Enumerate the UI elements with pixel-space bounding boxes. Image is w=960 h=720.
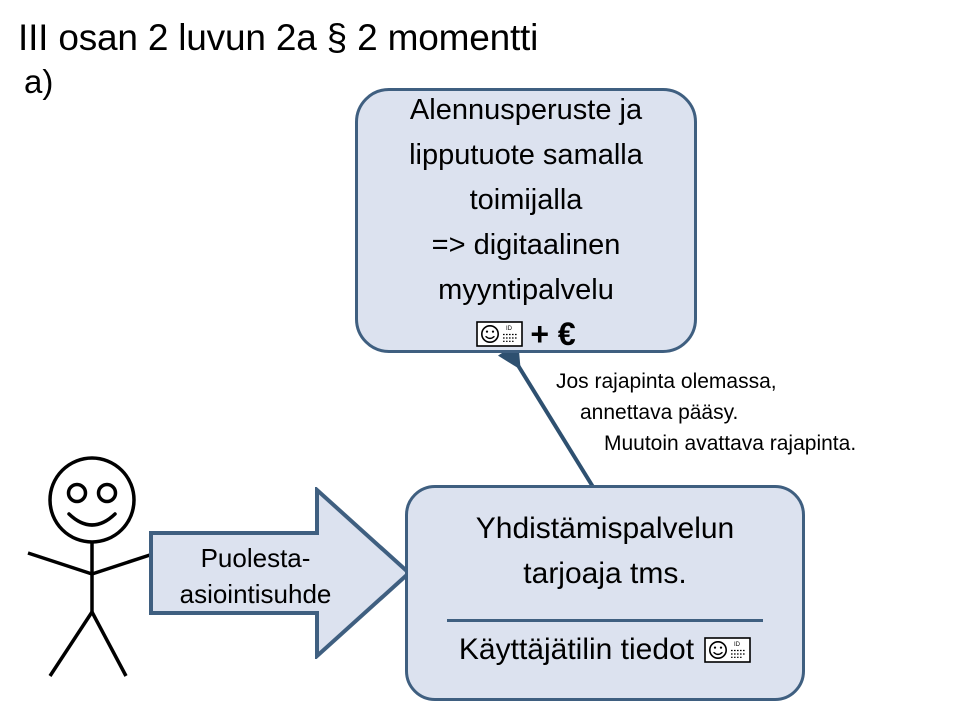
svg-text:ID: ID [506, 326, 513, 332]
page-title: III osan 2 luvun 2a § 2 momentti [18, 17, 539, 58]
stick-figure-arm-left [27, 551, 93, 576]
aggregator-box-line-1: Yhdistämispalvelun [475, 512, 735, 545]
stick-figure-eye-right [96, 482, 118, 504]
stick-figure-arm-right [91, 551, 157, 576]
service-provider-box[interactable]: Alennusperuste ja lipputuote samalla toi… [355, 88, 697, 353]
aggregator-box-line-2: tarjoaja tms. [523, 557, 687, 590]
id-card-icon: ID [704, 637, 751, 663]
service-provider-box-line-1: Alennusperuste ja [409, 94, 643, 126]
service-provider-box-line-5: myyntipalvelu [438, 274, 614, 306]
stick-figure-smile [67, 512, 117, 527]
api-access-note-line-3: Muutoin avattava rajapinta. [604, 432, 857, 455]
api-access-note: Jos rajapinta olemassa, annettava pääsy.… [556, 366, 946, 459]
aggregator-box-footer-row: Käyttäjätilin tiedot ID [459, 630, 751, 670]
end-user-stick-figure [27, 456, 157, 677]
api-access-note-line-2: annettava pääsy. [580, 401, 739, 424]
api-access-connector-line [497, 342, 600, 497]
aggregator-box-footer-text: Käyttäjätilin tiedot [458, 633, 695, 666]
service-provider-box-line-2: lipputuote samalla [409, 139, 643, 171]
service-provider-box-line-3: toimijalla [469, 184, 583, 216]
aggregator-box[interactable]: Yhdistämispalvelun tarjoaja tms. Käyttäj… [405, 485, 805, 701]
id-card-icon: ID [476, 321, 524, 347]
svg-text:ID: ID [734, 642, 741, 648]
service-provider-box-icon-row: ID + € [476, 315, 576, 353]
stick-figure-head [48, 456, 136, 544]
stick-figure-leg-left [48, 611, 94, 677]
api-access-connector [497, 342, 600, 497]
representation-arrow-shape [149, 487, 412, 659]
representation-arrow [149, 487, 412, 659]
sub-label: a) [24, 63, 54, 100]
aggregator-box-divider [447, 619, 763, 622]
api-access-note-line-1: Jos rajapinta olemassa, [556, 370, 777, 393]
service-provider-box-line-4: => digitaalinen [431, 229, 621, 261]
stick-figure-leg-right [90, 611, 128, 677]
service-provider-box-icon-suffix: + € [530, 316, 576, 352]
stick-figure-eye-left [66, 482, 88, 504]
